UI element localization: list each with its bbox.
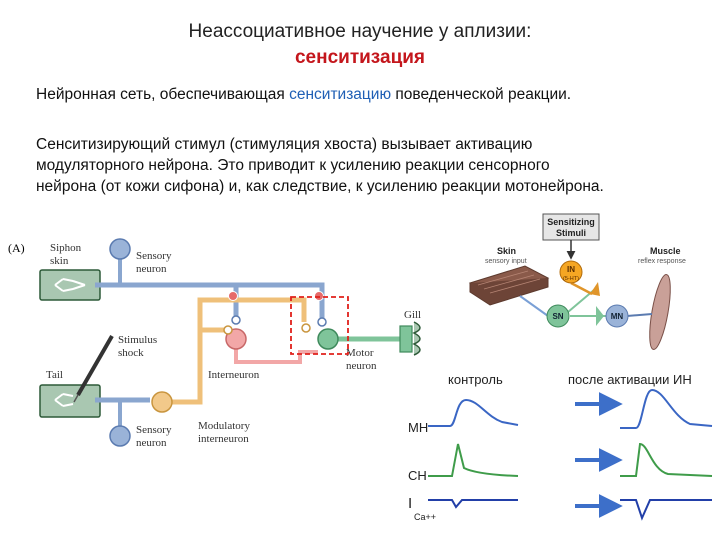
sensory-axon-branch xyxy=(236,282,325,318)
modulatory-label-2: interneuron xyxy=(198,433,249,445)
after-mn-trace xyxy=(620,388,713,429)
sensory-neuron-top xyxy=(109,238,131,260)
facilitation-marker-1 xyxy=(228,291,238,301)
mn-label: MN xyxy=(611,312,624,321)
sensory-bottom-label-2: neuron xyxy=(136,437,167,449)
modulatory-axon xyxy=(170,327,228,405)
gill-terminal xyxy=(399,325,413,353)
sensitizing-label-2: Stimuli xyxy=(556,228,586,238)
sensitizing-label-1: Sensitizing xyxy=(547,217,595,227)
i-trace-label: I xyxy=(408,495,412,512)
skin-title: Skin xyxy=(497,246,516,256)
tail-box xyxy=(39,384,101,418)
sensory-bottom-label-1: Sensory xyxy=(136,424,172,436)
after-label: после активации ИН xyxy=(568,372,692,387)
stimulus-label-1: Stimulus xyxy=(118,334,157,346)
stimulus-tip xyxy=(73,394,79,403)
sensory-top-label-2: neuron xyxy=(136,263,167,275)
in-sublabel: (5-HT) xyxy=(563,276,579,282)
response-traces: контроль после активации ИН МН СН I Ca++ xyxy=(408,372,713,522)
muscle-subtitle: reflex response xyxy=(638,258,686,265)
interneuron xyxy=(225,328,247,350)
motor-label-1: Motor xyxy=(346,347,374,359)
interneuron-axon xyxy=(234,346,318,364)
interneuron-label: Interneuron xyxy=(208,369,260,381)
mn-trace-label: МН xyxy=(408,420,428,435)
description-line-1: Сенситизирующий стимул (стимуляция хвост… xyxy=(36,136,533,153)
i-trace-sublabel: Ca++ xyxy=(414,512,436,522)
modulatory-interneuron xyxy=(151,391,173,413)
sensitizing-stimuli-box xyxy=(542,213,600,241)
sensory-top-label-1: Sensory xyxy=(136,250,172,262)
siphon-skin-box xyxy=(39,269,101,301)
sensory-neuron-bottom xyxy=(109,425,131,447)
in-label: IN xyxy=(567,265,575,274)
siphon-label-2: skin xyxy=(50,255,69,267)
gill-shape xyxy=(412,321,421,356)
modulatory-label-1: Modulatory xyxy=(198,420,250,432)
mn-node xyxy=(605,304,629,328)
after-ica-trace xyxy=(620,499,712,521)
circuit-schematic: Sensitizing Stimuli Skin sensory input M… xyxy=(468,213,686,350)
control-label: контроль xyxy=(448,372,503,387)
description-line-3: нейрона (от кожи сифона) и, как следстви… xyxy=(36,178,604,195)
description-line-2: модуляторного нейрона. Это приводит к ус… xyxy=(36,157,550,174)
title-line-2: сенситизация xyxy=(294,47,426,68)
after-sn-trace xyxy=(620,442,713,477)
tail-nerve-endings xyxy=(54,393,74,407)
intro-text-after: поведенческой реакции. xyxy=(391,86,572,103)
stimulus-electrode xyxy=(76,335,114,396)
panel-label: (A) xyxy=(8,241,25,255)
sn-node xyxy=(546,304,570,328)
motor-neuron xyxy=(317,328,339,350)
siphon-label-1: Siphon xyxy=(50,242,82,254)
neural-circuit-diagram: (A) Siphon skin Tail Stimulus shock Sens… xyxy=(8,238,421,449)
intro-text-before: Нейронная сеть, обеспечивающая xyxy=(36,86,290,103)
gill-label: Gill xyxy=(404,309,421,321)
muscle-title: Muscle xyxy=(650,246,681,256)
control-mn-trace xyxy=(428,398,519,427)
sn-label: SN xyxy=(552,312,563,321)
synapse-highlight-box xyxy=(290,296,349,355)
siphon-nerve-endings xyxy=(54,278,86,292)
title-line-1: Неассоциативное научение у аплизии: xyxy=(188,21,532,42)
control-ica-trace xyxy=(428,499,518,509)
stimulus-label-2: shock xyxy=(118,347,144,359)
intro-paragraph: Нейронная сеть, обеспечивающая сенситиза… xyxy=(36,84,716,105)
control-sn-trace xyxy=(428,443,519,477)
tail-label: Tail xyxy=(46,369,63,381)
intro-highlight: сенситизацию xyxy=(289,86,392,103)
facilitation-marker-2 xyxy=(314,291,324,301)
in-node xyxy=(559,260,583,284)
muscle-shape xyxy=(649,274,671,350)
motor-label-2: neuron xyxy=(346,360,377,372)
description-paragraph: Сенситизирующий стимул (стимуляция хвост… xyxy=(36,134,706,197)
sn-trace-label: СН xyxy=(408,468,427,483)
skin-subtitle: sensory input xyxy=(485,258,527,265)
